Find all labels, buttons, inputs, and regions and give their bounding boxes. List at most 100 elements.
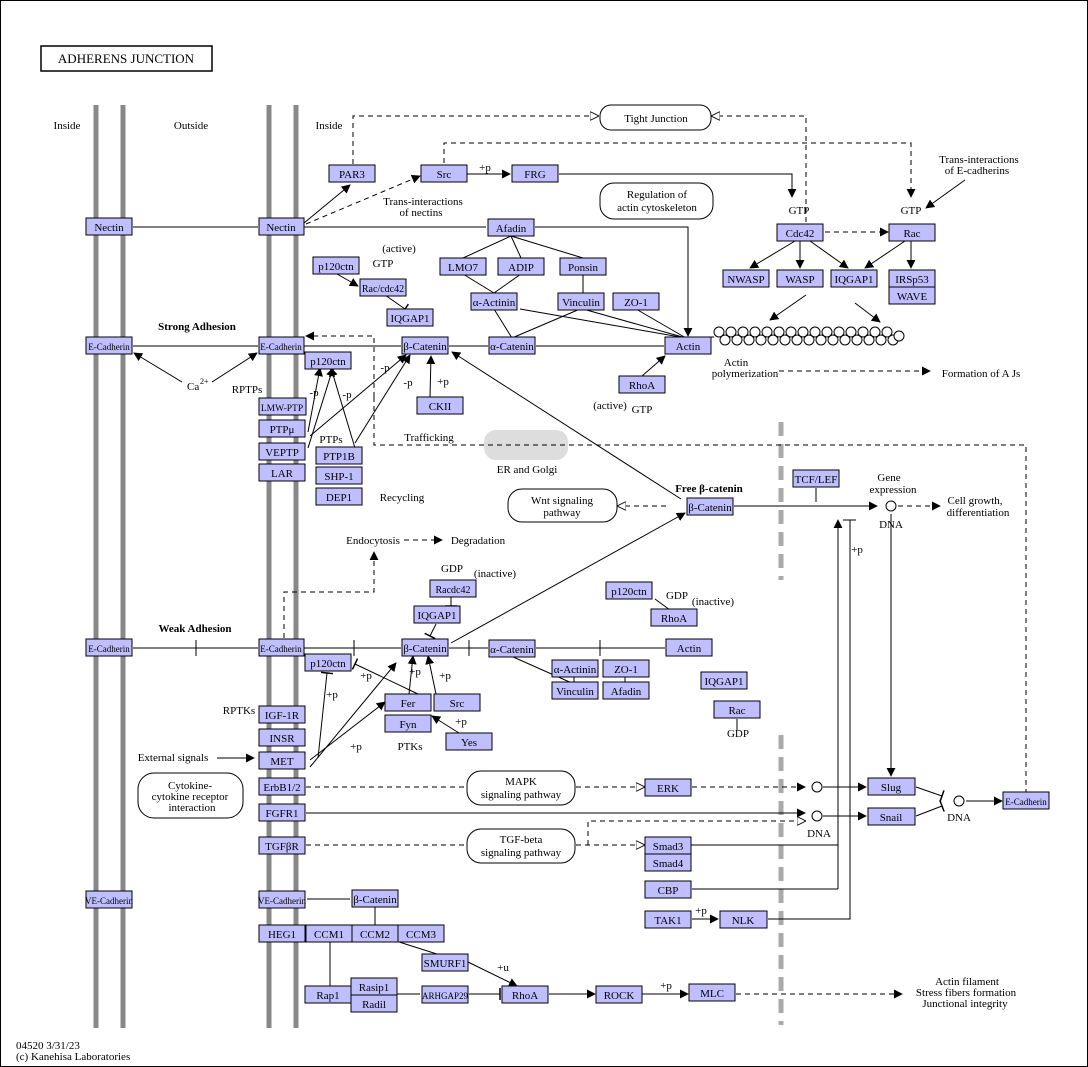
gene-ccm2[interactable]: CCM2 — [351, 924, 399, 943]
gene-irsp53[interactable]: IRSp53 — [888, 269, 936, 288]
gene-ccm3[interactable]: CCM3 — [397, 924, 445, 943]
gene-fer[interactable]: Fer — [384, 693, 432, 712]
gene-ecad-nucleus[interactable]: E-Cadherin — [1002, 791, 1050, 810]
gene-bcat-free[interactable]: β-Catenin — [686, 497, 734, 516]
gene-nectin-inner[interactable]: Nectin — [258, 217, 305, 236]
gene-src-top[interactable]: Src — [420, 164, 468, 183]
gene-rac-cdc42[interactable]: Rac/cdc42 — [359, 278, 407, 297]
gene-racdc42-inactive[interactable]: Racdc42 — [429, 579, 477, 598]
gene-wasp[interactable]: WASP — [776, 269, 824, 288]
gene-iqgap1-top[interactable]: IQGAP1 — [386, 308, 434, 327]
label-gtp-active: (active) — [382, 243, 416, 255]
gene-adip[interactable]: ADIP — [497, 257, 545, 276]
gene-p120ctn-weak[interactable]: p120ctn — [304, 653, 352, 672]
gene-vecad-outer[interactable]: VE-Cadherin — [85, 890, 133, 909]
gene-rasip1[interactable]: Rasip1 — [350, 977, 398, 996]
gene-cbp[interactable]: CBP — [644, 880, 692, 899]
gene-bcat-strong[interactable]: β-Catenin — [401, 336, 449, 355]
gene-vecad-inner[interactable]: VE-Cadherin — [258, 890, 306, 909]
gene-p120ctn-rhoa[interactable]: p120ctn — [605, 581, 653, 600]
gene-erbb12[interactable]: ErbB1/2 — [258, 777, 306, 796]
gene-label: ErbB1/2 — [263, 782, 300, 794]
gene-rap1[interactable]: Rap1 — [304, 985, 352, 1004]
gene-radil[interactable]: Radil — [350, 994, 398, 1013]
gene-par3[interactable]: PAR3 — [328, 164, 376, 183]
gene-fyn[interactable]: Fyn — [384, 714, 432, 733]
gene-insr[interactable]: INSR — [258, 728, 306, 747]
gene-erk[interactable]: ERK — [644, 778, 692, 797]
gene-tgfbr[interactable]: TGFβR — [258, 836, 306, 855]
gene-ecad-weak-inner[interactable]: E-Cadherin — [258, 638, 305, 657]
gene-iqgap1-cdc42[interactable]: IQGAP1 — [830, 269, 878, 288]
pathway-wnt[interactable]: Wnt signaling pathway — [507, 488, 618, 523]
gene-afadin-top[interactable]: Afadin — [487, 218, 535, 237]
gene-slug[interactable]: Slug — [867, 777, 916, 796]
gene-dep1[interactable]: DEP1 — [315, 487, 363, 506]
gene-rhoa-active[interactable]: RhoA — [618, 375, 666, 394]
pathway-tight-junction[interactable]: Tight Junction — [599, 104, 712, 131]
gene-bcat-ve[interactable]: β-Catenin — [351, 889, 399, 908]
gene-met[interactable]: MET — [258, 751, 306, 770]
gene-shp1[interactable]: SHP-1 — [315, 466, 363, 485]
gene-frg[interactable]: FRG — [511, 164, 559, 183]
pathway-regulation-actin[interactable]: Regulation of actin cytoskeleton — [599, 182, 714, 220]
gene-ecad-strong-outer[interactable]: E-Cadherin — [85, 336, 133, 355]
gene-tak1[interactable]: TAK1 — [644, 910, 692, 929]
gene-acat-weak[interactable]: α-Catenin — [488, 639, 536, 658]
gene-cdc42[interactable]: Cdc42 — [776, 223, 824, 242]
gene-a-actinin-weak[interactable]: α-Actinin — [551, 659, 599, 678]
gene-actin-strong[interactable]: Actin — [664, 336, 712, 355]
gene-rac-gdp[interactable]: Rac — [713, 700, 761, 719]
gene-ckii[interactable]: CKII — [416, 396, 464, 415]
gene-vinculin-weak[interactable]: Vinculin — [551, 681, 599, 700]
gene-igf1r[interactable]: IGF-1R — [258, 705, 306, 724]
gene-iqgap1-right[interactable]: IQGAP1 — [700, 671, 748, 690]
label-gtp-rac: GTP — [901, 205, 922, 217]
gene-vinculin-top[interactable]: Vinculin — [557, 292, 605, 311]
gene-fgfr1[interactable]: FGFR1 — [258, 803, 306, 822]
gene-lmw-ptp[interactable]: LMW-PTP — [258, 397, 307, 416]
gene-rhoa-bottom[interactable]: RhoA — [501, 985, 549, 1004]
gene-acat-strong[interactable]: α-Catenin — [488, 336, 536, 355]
gene-ptp1b[interactable]: PTP1B — [315, 446, 363, 465]
gene-rock[interactable]: ROCK — [595, 985, 643, 1004]
gene-rac-top[interactable]: Rac — [888, 223, 936, 242]
gene-ptpmu[interactable]: PTPμ — [258, 419, 306, 438]
gene-arhgap29[interactable]: ARHGAP29 — [421, 985, 469, 1004]
gene-tcf-lef[interactable]: TCF/LEF — [792, 469, 840, 488]
gene-actin-weak[interactable]: Actin — [665, 638, 713, 657]
gene-snail[interactable]: Snail — [867, 807, 916, 826]
gene-afadin-weak[interactable]: Afadin — [602, 681, 650, 700]
gene-src-weak[interactable]: Src — [433, 693, 481, 712]
pathway-cytokine[interactable]: Cytokine- cytokine receptor interaction — [137, 772, 244, 819]
gene-smad3[interactable]: Smad3 — [644, 836, 692, 855]
gene-ponsin[interactable]: Ponsin — [559, 257, 607, 276]
gene-rhoa-inactive[interactable]: RhoA — [650, 608, 698, 627]
gene-lar[interactable]: LAR — [258, 463, 306, 482]
gene-zo1-weak[interactable]: ZO-1 — [602, 659, 650, 678]
gene-heg1[interactable]: HEG1 — [258, 924, 306, 943]
gene-label: Vinculin — [556, 686, 594, 698]
gene-veptp[interactable]: VEPTP — [258, 442, 306, 461]
pathway-tgf-beta[interactable]: TGF-beta signaling pathway — [466, 828, 576, 864]
gene-smad4[interactable]: Smad4 — [644, 853, 692, 872]
gene-lmo7[interactable]: LMO7 — [439, 257, 487, 276]
gene-ecad-strong-inner[interactable]: E-Cadherin — [258, 336, 305, 355]
gene-zo1-top[interactable]: ZO-1 — [612, 292, 660, 311]
gene-p120ctn-top[interactable]: p120ctn — [312, 256, 360, 275]
gene-label: Vinculin — [562, 297, 600, 309]
gene-a-actinin-top[interactable]: α-Actinin — [470, 292, 518, 311]
gene-ccm1[interactable]: CCM1 — [305, 924, 353, 943]
gene-bcat-weak[interactable]: β-Catenin — [401, 638, 449, 657]
gene-mlc[interactable]: MLC — [688, 983, 736, 1002]
gene-nwasp[interactable]: NWASP — [722, 269, 770, 288]
gene-wave[interactable]: WAVE — [888, 286, 936, 305]
gene-ecad-weak-outer[interactable]: E-Cadherin — [85, 638, 133, 657]
gene-smurf1[interactable]: SMURF1 — [421, 953, 469, 972]
pathway-mapk[interactable]: MAPK signaling pathway — [466, 770, 576, 806]
gene-nlk[interactable]: NLK — [719, 910, 768, 929]
gene-iqgap1-weak[interactable]: IQGAP1 — [413, 605, 461, 624]
gene-yes[interactable]: Yes — [445, 732, 493, 751]
gene-p120ctn-strong[interactable]: p120ctn — [304, 351, 352, 370]
gene-nectin-outer[interactable]: Nectin — [85, 217, 133, 236]
